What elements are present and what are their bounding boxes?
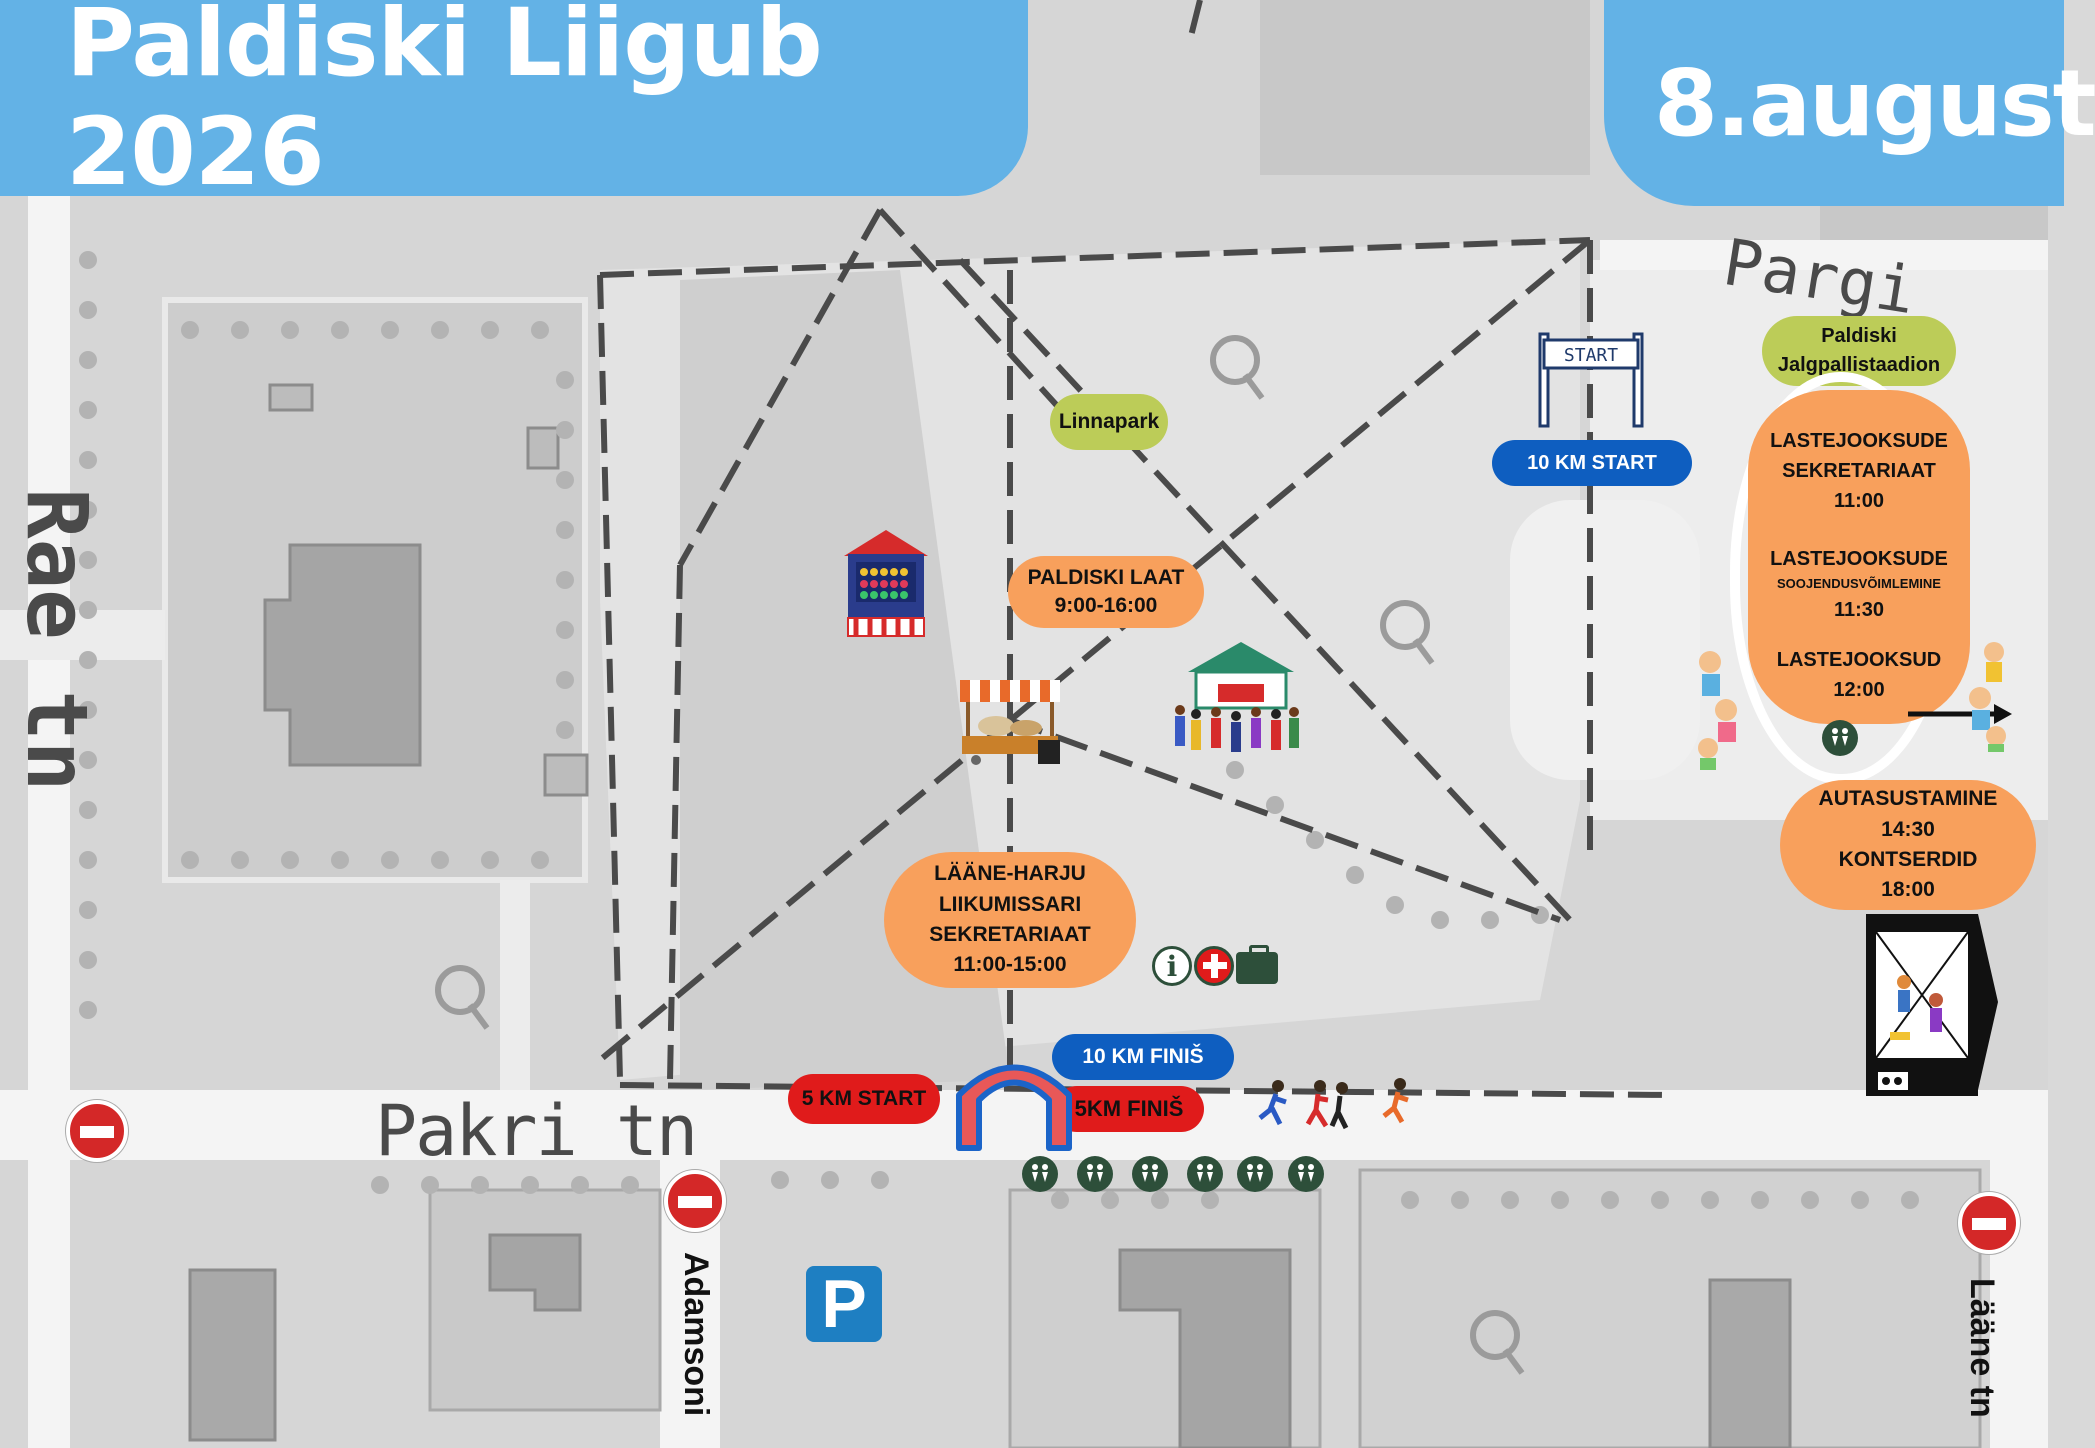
kids-item1-line1: LASTEJOOKSUDE [1770,430,1948,452]
kids-item1-line2: SEKRETARIAAT [1782,460,1936,482]
stadium-label-line1: Paldiski [1821,325,1897,347]
kids-schedule-label: LASTEJOOKSUDE SEKRETARIAAT 11:00 LASTEJO… [1748,390,1970,724]
runners-icon [1258,1078,1409,1130]
first-aid-icon [1194,946,1234,986]
food-stall-icon [960,680,1060,765]
street-label-rae: Rae tn [8,488,106,792]
event-title: Paldiski Liigub 2026 [0,0,1028,207]
secretariat-hours: 11:00-15:00 [953,953,1067,977]
no-entry-sign-icon [66,1100,128,1162]
event-date: 8.august [1604,0,2095,206]
kids-item3-time: 12:00 [1833,678,1885,701]
fair-label-title: PALDISKI LAAT [1027,565,1185,589]
kids-item2-line1: LASTEJOOKSUDE [1770,548,1948,570]
10km-finish-label: 10 KM FINIŠ [1052,1034,1234,1080]
kids-group-right-icon [1969,642,2006,752]
toilet-icon [1132,1156,1168,1192]
awards-line2: KONTSERDID [1838,848,1978,871]
toilet-icon [1237,1156,1273,1192]
toilet-icon [1822,720,1858,756]
kids-item2-line2: SOOJENDUSVÕIMLEMINE [1777,576,1941,591]
luggage-storage-icon [1236,945,1278,984]
10km-start-label: 10 KM START [1492,440,1692,486]
kids-item3-line1: LASTEJOOKSUD [1776,648,1942,671]
awards-time1: 14:30 [1881,817,1935,841]
street-label-adamsoni: Adamsoni [677,1252,715,1417]
toilet-icon [1288,1156,1324,1192]
5km-finish-label: 5KM FINIŠ [1054,1086,1204,1132]
start-gate-icon: START [1538,332,1644,428]
kids-item1-time: 11:00 [1833,490,1885,512]
market-crowd-icon [1175,642,1299,752]
finish-arch-icon [956,1064,1072,1151]
secretariat-line2: LIIKUMISSARI [938,892,1082,916]
toilet-icon [1022,1156,1058,1192]
5km-start-label: 5 KM START [788,1074,940,1124]
kids-item2-time: 11:30 [1833,598,1885,621]
fair-label-hours: 9:00-16:00 [1054,594,1158,617]
stadium-label-line2: Jalgpallistaadion [1777,354,1941,376]
secretariat-line1: LÄÄNE-HARJU [934,862,1086,886]
street-label-pakri: Pakri tn [375,1090,698,1172]
toilet-icon [1077,1156,1113,1192]
parking-icon: P [806,1266,882,1342]
toilet-icon [1187,1156,1223,1192]
no-entry-sign-icon [1958,1192,2020,1254]
no-entry-sign-icon [664,1170,726,1232]
concert-stage-icon [1866,914,1998,1096]
secretariat-line3: SEKRETARIAAT [929,923,1091,946]
secretariat-label: LÄÄNE-HARJU LIIKUMISSARI SEKRETARIAAT 11… [884,852,1136,988]
awards-label: AUTASUSTAMINE 14:30 KONTSERDID 18:00 [1780,780,2036,910]
awards-time2: 18:00 [1881,878,1935,902]
map-background [0,0,2048,1448]
awards-line1: AUTASUSTAMINE [1818,787,1998,811]
linnapark-label: Linnapark [1050,394,1168,450]
street-label-laane: Lääne tn [1963,1278,2001,1418]
fair-label: PALDISKI LAAT 9:00-16:00 [1008,556,1204,628]
start-gate-text: START [1564,345,1618,366]
info-icon: i [1152,946,1192,986]
kids-group-left-icon [1698,651,1737,770]
stadium-label: Paldiski Jalgpallistaadion [1762,316,1956,386]
game-booth-icon [844,530,928,637]
